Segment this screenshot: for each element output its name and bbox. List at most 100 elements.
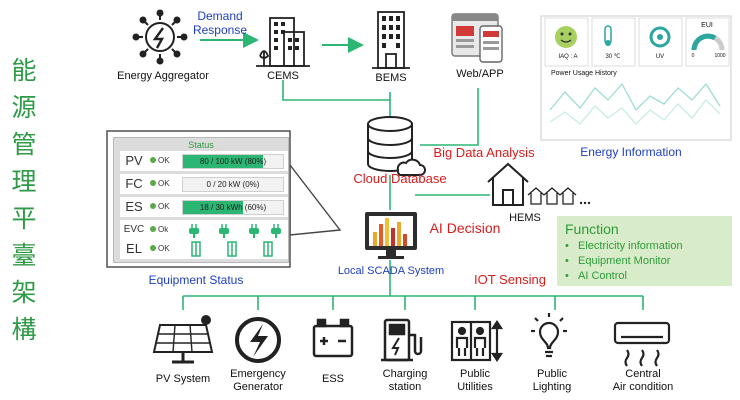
charging-station-icon (381, 318, 423, 362)
row-label: EL (126, 241, 142, 256)
scada-monitor-icon (365, 212, 417, 259)
demand-response-label: Demand Response (190, 9, 250, 38)
device-label-line: Emergency (230, 368, 286, 380)
connector-lines (182, 80, 644, 310)
title-char: 構 (11, 315, 37, 344)
iot-sensing-label: IOT Sensing (473, 272, 547, 287)
demand-response-line: Demand (197, 9, 243, 23)
status-dot-icon (150, 157, 156, 163)
elevator-status-icons (191, 241, 273, 257)
function-title: Function (565, 221, 619, 237)
device-label-line: PV System (155, 373, 211, 385)
status-text: OK (158, 156, 170, 165)
battery-icon (312, 318, 354, 358)
status-dot-icon (150, 180, 156, 186)
bullet: • (565, 240, 579, 252)
capacity-fill (183, 155, 263, 168)
eui-max: 1000 (714, 53, 726, 59)
device-label-ess: ESS (308, 373, 358, 386)
equipment-status-caption: Equipment Status (148, 273, 244, 287)
status-dot-icon (150, 203, 156, 209)
status-title: Status (188, 140, 214, 150)
hems-label: HEMS (509, 212, 541, 224)
uv-label: UV (655, 54, 665, 60)
title-char: 架 (11, 278, 37, 307)
ai-decision-label: AI Decision (429, 220, 501, 236)
device-label-pv: PV System (148, 373, 218, 386)
device-label-line: station (388, 380, 422, 393)
bems-label: BEMS (375, 72, 407, 84)
energy-aggregator-label: Energy Aggregator (117, 70, 209, 82)
status-text: OK (158, 202, 170, 211)
function-item: • AI Control (565, 270, 627, 283)
elevator-icon (450, 320, 504, 362)
title-char: 臺 (11, 241, 37, 270)
status-row-fc: FC OK 0 / 20 kW (0%) (120, 174, 288, 194)
function-item-text: AI Control (578, 270, 627, 282)
vertical-title: 能 源 管 理 平 臺 架 構 (6, 52, 42, 348)
cloud-database-icon (367, 116, 426, 176)
function-item: • Equipment Monitor (565, 255, 670, 268)
status-ok: OK (150, 244, 170, 253)
status-ok: OK (150, 179, 170, 188)
energy-dashboard-card (540, 15, 732, 141)
device-label-charging: Charging station (370, 368, 440, 393)
title-char: 能 (11, 56, 37, 85)
bems-building-icon (372, 11, 410, 69)
capacity-bar: 80 / 100 kW (80%) (182, 154, 284, 169)
eui-min: 0 (691, 53, 695, 59)
solar-panel-icon (152, 315, 214, 364)
status-dot-icon (150, 226, 156, 232)
device-label-line: Lighting (532, 380, 572, 393)
title-char: 源 (11, 93, 37, 122)
cems-building-icon (256, 17, 310, 67)
capacity-bar: 0 / 20 kW (0%) (182, 177, 284, 192)
status-text: OK (158, 244, 170, 253)
power-history-title: Power Usage History (551, 70, 617, 77)
device-label-line: Air condition (612, 380, 674, 393)
status-ok: OK (150, 156, 170, 165)
scada-label: Local SCADA System (337, 265, 445, 277)
device-label-line: Central (625, 368, 661, 380)
hems-house-icon (487, 162, 591, 206)
status-row-es: ES OK 18 / 30 kWh (60%) (120, 197, 288, 217)
eui-label: EUI (701, 22, 713, 29)
demand-response-line: Response (192, 22, 248, 37)
status-text: Ok (158, 225, 169, 234)
title-char: 平 (11, 204, 37, 233)
capacity-text: 80 / 100 kW (80%) (199, 157, 267, 166)
status-row-evc: EVC Ok (120, 220, 288, 240)
device-label-line: ESS (321, 373, 344, 385)
bullet: • (565, 270, 579, 282)
status-ok: OK (150, 202, 170, 211)
light-bulb-icon (531, 313, 567, 358)
status-row-pv: PV OK 80 / 100 kW (80%) (120, 151, 288, 171)
cems-label: CEMS (267, 70, 299, 82)
capacity-text: 0 / 20 kW (0%) (206, 180, 260, 189)
capacity-text: 18 / 30 kWh (60%) (199, 203, 267, 212)
capacity-bar: 18 / 30 kWh (60%) (182, 200, 284, 215)
temperature-value: 30 ℃ (605, 54, 621, 60)
status-row-el: EL OK (120, 239, 288, 259)
function-box: Function • Electricity information • Equ… (557, 216, 732, 286)
energy-information-label: Energy Information (580, 145, 682, 159)
device-label-line: Public (537, 368, 567, 380)
device-label-aircon: Central Air condition (598, 368, 688, 393)
capacity-fill (183, 201, 243, 214)
device-label-utilities: Public Utilities (440, 368, 510, 393)
equipment-status-panel: Status PV OK 80 / 100 kW (80%) FC OK 0 /… (113, 137, 289, 263)
device-label-line: Charging (382, 368, 428, 380)
title-char: 理 (11, 167, 37, 196)
web-app-icon (451, 13, 503, 63)
callout-pointer (289, 162, 342, 236)
generator-icon (235, 317, 281, 363)
device-label-line: Utilities (457, 380, 493, 393)
webapp-label: Web/APP (456, 68, 504, 80)
ev-plug-icons (189, 224, 281, 238)
device-label-line: Public (460, 368, 490, 380)
function-item-text: Electricity information (578, 240, 683, 252)
device-label-lighting: Public Lighting (517, 368, 587, 393)
energy-aggregator-icon (132, 9, 188, 65)
device-label-line: Generator (233, 380, 283, 393)
